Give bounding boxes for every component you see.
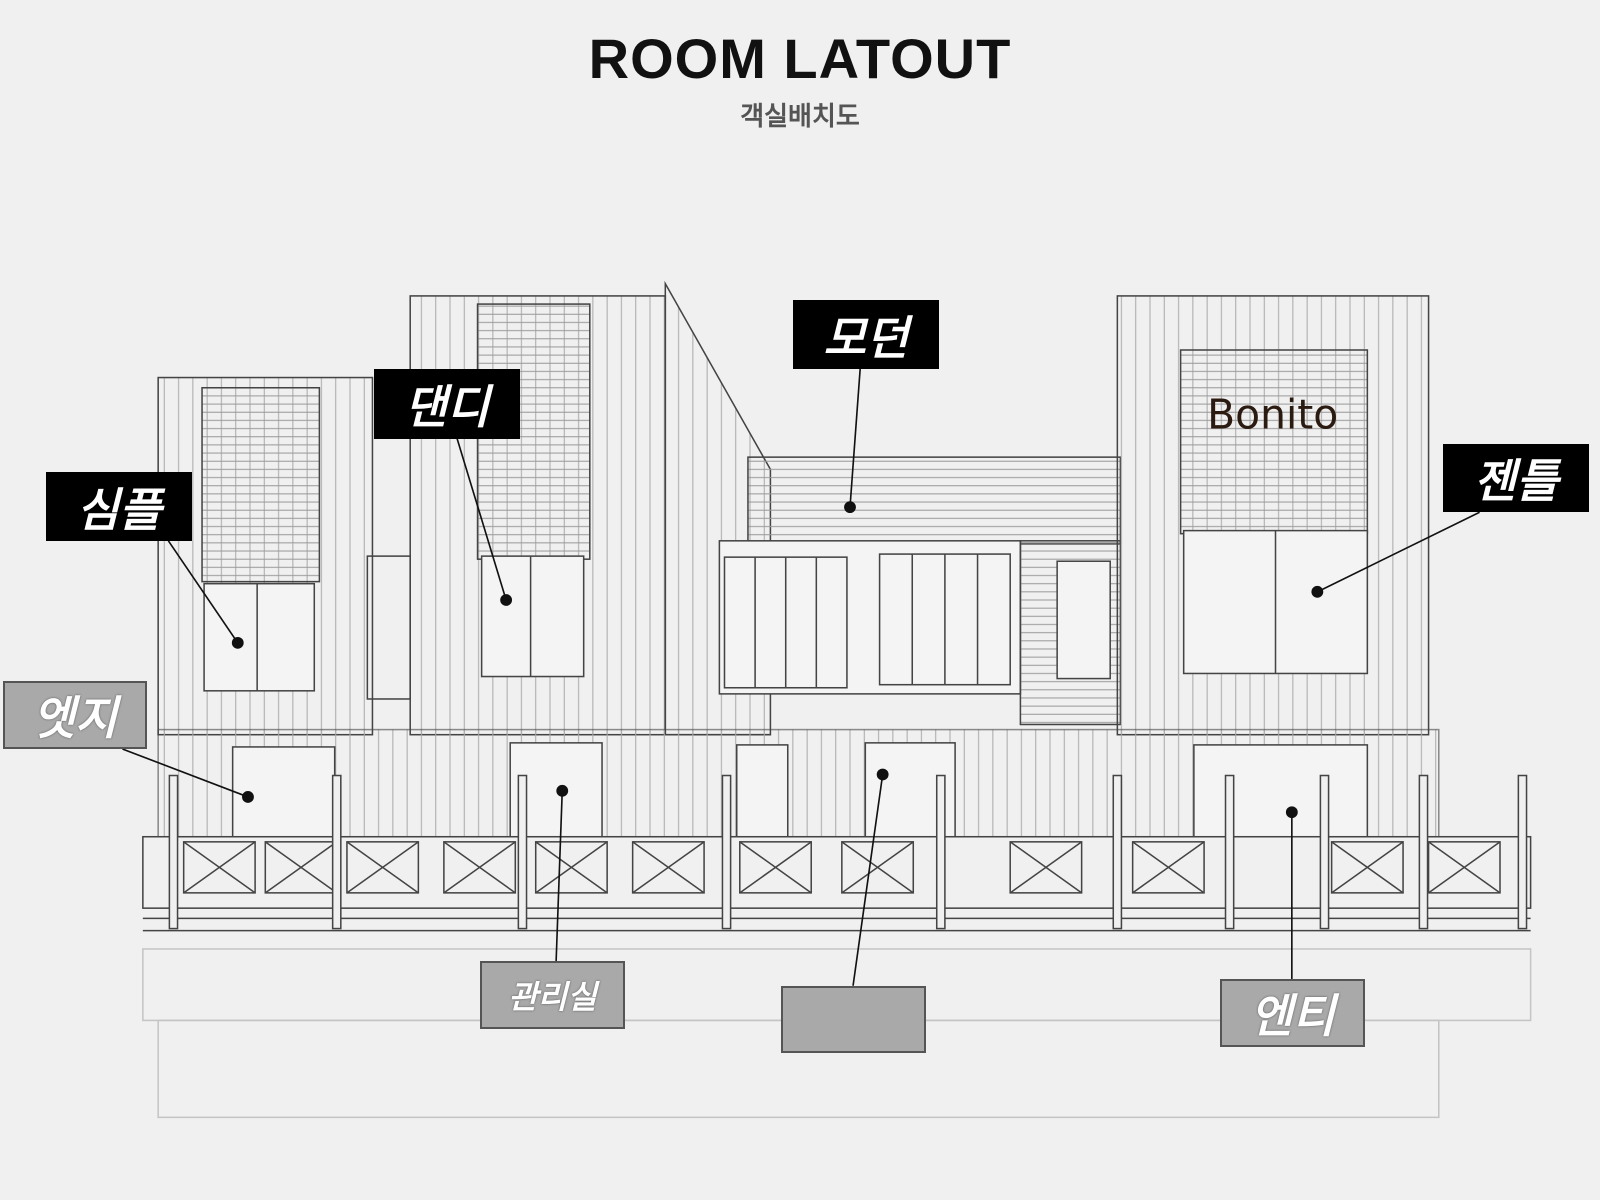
railing-panel	[739, 841, 812, 894]
deck-railing	[168, 774, 1528, 930]
railing-panel	[264, 841, 338, 894]
railing-panel	[346, 841, 419, 894]
railing-panel	[346, 841, 420, 894]
railing-post	[1517, 774, 1528, 930]
room-label-gentle[interactable]: 젠틀	[1443, 444, 1589, 512]
railing-panel	[1131, 841, 1205, 894]
railing-panel	[631, 841, 705, 894]
railing-panel	[183, 841, 256, 894]
railing-panel	[443, 841, 517, 894]
railing-panel	[1428, 841, 1501, 894]
railing-panel	[739, 841, 812, 894]
page-title: ROOM LATOUT	[588, 27, 1012, 90]
railing-panel	[841, 841, 914, 894]
leader-lines	[122, 368, 1480, 986]
railing-panel	[182, 841, 256, 894]
railing-post	[1319, 774, 1330, 930]
room-label-dandy[interactable]: 댄디	[374, 369, 520, 439]
railing-panel	[534, 841, 608, 894]
room-label-unnamed[interactable]	[781, 986, 926, 1053]
railing-post	[935, 774, 946, 930]
room-label-office[interactable]: 관리실	[480, 961, 625, 1029]
railing-panel	[1009, 841, 1083, 894]
railing-panel	[841, 841, 915, 894]
railing-post	[1224, 774, 1235, 930]
railing-post	[331, 774, 342, 930]
room-label-simple[interactable]: 심플	[46, 472, 192, 541]
page-subtitle: 객실배치도	[740, 102, 860, 132]
room-label-entity[interactable]: 엔티	[1220, 979, 1365, 1047]
bonito-sign: Bonito	[1207, 391, 1338, 439]
railing-panel	[1331, 841, 1404, 894]
railing-panel	[535, 841, 608, 894]
railing-panel	[1427, 841, 1501, 894]
room-label-edge[interactable]: 엣지	[3, 681, 147, 749]
railing-panel	[1132, 841, 1205, 894]
railing-panel	[1330, 841, 1404, 894]
railing-post	[168, 774, 179, 930]
railing-panel	[632, 841, 705, 894]
railing-post	[721, 774, 732, 930]
railing-panel	[443, 841, 516, 894]
railing-post	[1112, 774, 1123, 930]
railing-panel	[1009, 841, 1083, 894]
railing-post	[1418, 774, 1429, 930]
railing-post	[517, 774, 528, 930]
room-label-modern[interactable]: 모던	[793, 300, 939, 369]
